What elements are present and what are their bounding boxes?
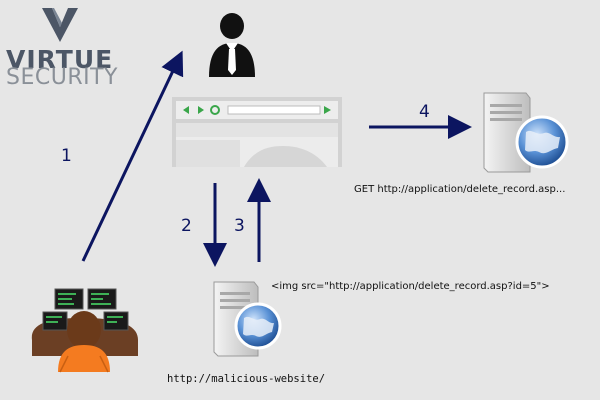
malicious-server-icon xyxy=(213,281,282,357)
attacker-shirt xyxy=(58,345,110,372)
step-2-label: 2 xyxy=(181,216,192,236)
attacker-icon xyxy=(31,288,139,373)
logo-v-mark xyxy=(42,8,78,42)
logo-name-top: VIRTUE xyxy=(6,45,113,74)
refresh-icon xyxy=(210,105,220,115)
logo-name-bottom: SECURITY xyxy=(6,65,118,90)
victim-user-icon xyxy=(209,13,255,77)
virtue-security-logo: VIRTUE SECURITY xyxy=(6,8,118,90)
forward-arrow-icon xyxy=(198,106,204,114)
arrow-step-1 xyxy=(81,50,184,262)
application-server-icon xyxy=(483,92,569,173)
address-bar xyxy=(227,105,321,115)
step-1-label: 1 xyxy=(61,146,72,166)
browser-window-icon xyxy=(172,97,342,167)
back-arrow-icon xyxy=(183,106,189,114)
go-icon xyxy=(324,106,331,114)
get-request-caption: GET http://application/delete_record.asp… xyxy=(354,184,565,195)
step-3-label: 3 xyxy=(234,216,245,236)
step-4-label: 4 xyxy=(419,102,430,122)
malicious-site-caption: http://malicious-website/ xyxy=(167,373,325,385)
flow-arrows xyxy=(81,50,472,267)
img-tag-caption: <img src="http://application/delete_reco… xyxy=(271,281,550,292)
